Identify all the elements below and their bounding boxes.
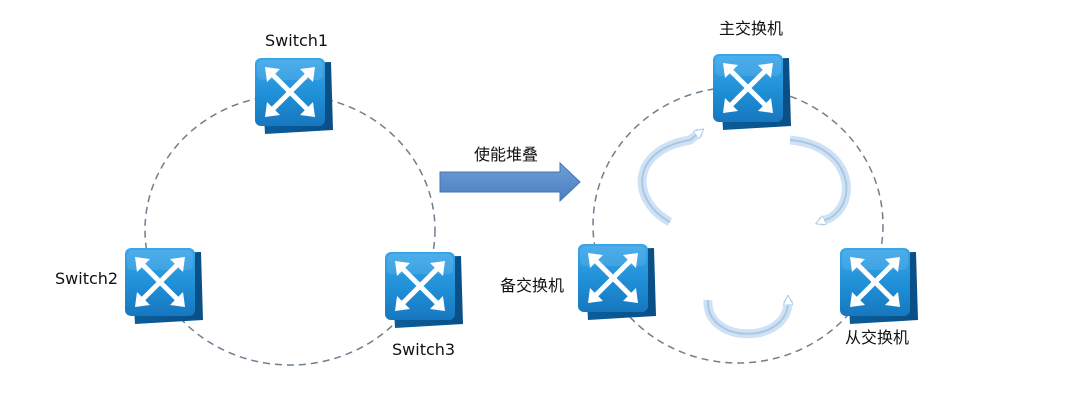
- cycle-arrow-top-right: [789, 135, 851, 227]
- right-stack-group: 主交换机 备交换机 从交换机: [500, 19, 918, 364]
- switch2-icon: [125, 248, 203, 324]
- master-switch-label: 主交换机: [719, 19, 783, 38]
- left-stack-group: Switch1 Switch2 Switch3: [55, 31, 463, 366]
- slave-switch-label: 从交换机: [845, 328, 909, 347]
- cycle-arrow-bottom: [703, 299, 793, 339]
- enable-stacking-label: 使能堆叠: [474, 145, 538, 164]
- left-ring-dashed-circle: [144, 94, 436, 366]
- enable-stacking-transition: 使能堆叠: [439, 145, 581, 203]
- switch3-label: Switch3: [392, 340, 455, 359]
- switch1-label: Switch1: [265, 31, 328, 50]
- slave-switch-icon: [840, 248, 918, 324]
- switch2-label: Switch2: [55, 269, 118, 288]
- standby-switch-label: 备交换机: [500, 276, 564, 295]
- master-switch-icon: [713, 54, 791, 130]
- right-arrow-icon: [439, 161, 581, 203]
- standby-switch-icon: [578, 244, 656, 320]
- switch1-icon: [255, 58, 333, 134]
- cycle-arrows: [637, 132, 851, 339]
- switch3-icon: [385, 252, 463, 328]
